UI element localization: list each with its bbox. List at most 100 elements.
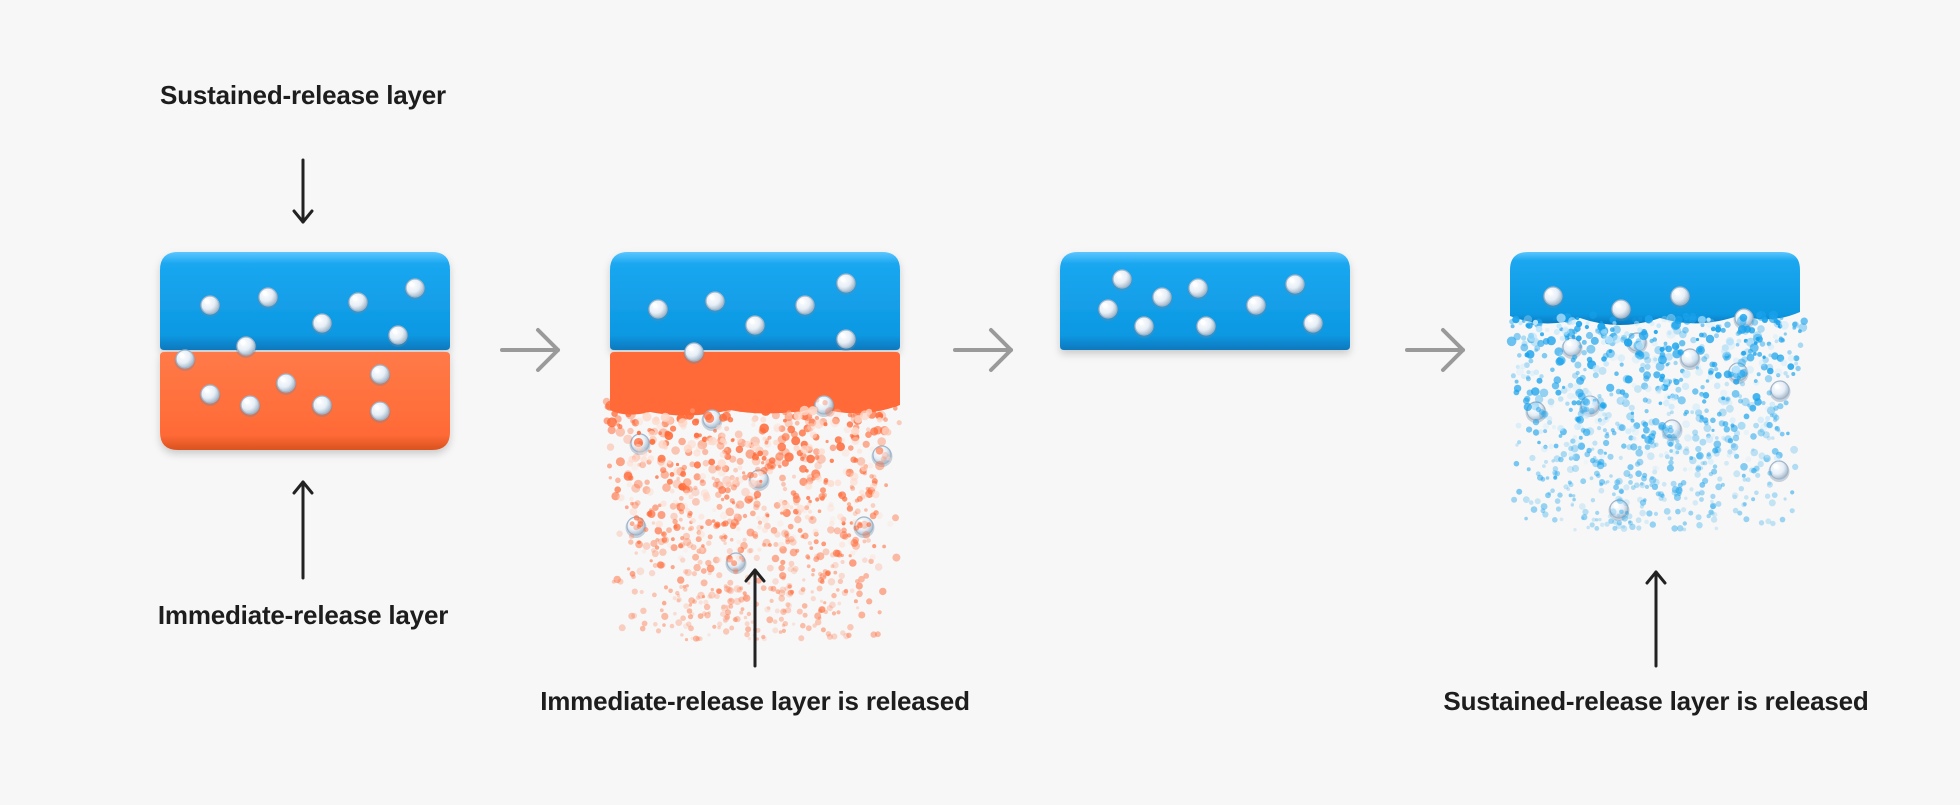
released-drug-dot xyxy=(744,441,751,448)
released-drug-dot xyxy=(1780,432,1785,437)
released-drug-dot xyxy=(1599,488,1605,494)
drug-particle-highlight xyxy=(799,299,804,304)
released-drug-dot xyxy=(1511,497,1517,503)
released-drug-dot xyxy=(736,476,744,484)
released-drug-dot xyxy=(1586,345,1595,354)
released-drug-dot xyxy=(887,521,893,527)
released-drug-dot xyxy=(674,525,678,529)
released-drug-dot xyxy=(1603,428,1607,432)
drug-particle-icon xyxy=(1099,300,1117,318)
released-drug-dot xyxy=(1788,355,1795,362)
released-drug-dot xyxy=(781,482,786,487)
released-drug-dot xyxy=(670,426,676,432)
released-drug-dot xyxy=(1746,366,1754,374)
released-drug-dot xyxy=(1527,467,1531,471)
released-drug-dot xyxy=(843,468,850,475)
released-drug-dot xyxy=(1632,355,1641,364)
released-drug-dot xyxy=(743,591,747,595)
released-drug-dot xyxy=(1542,464,1546,468)
released-drug-dot xyxy=(850,589,855,594)
released-drug-dot xyxy=(653,563,658,568)
released-drug-dot xyxy=(689,461,695,467)
released-drug-dot xyxy=(782,629,786,633)
released-drug-dot xyxy=(826,440,829,443)
released-drug-dot xyxy=(1689,456,1693,460)
released-drug-dot xyxy=(772,411,780,419)
released-drug-dot xyxy=(1774,455,1781,462)
released-drug-dot xyxy=(1683,521,1687,525)
released-drug-dot xyxy=(754,555,760,561)
released-drug-dot xyxy=(1696,365,1702,371)
released-drug-dot xyxy=(835,550,842,557)
released-drug-dot xyxy=(1699,497,1704,502)
released-drug-dot xyxy=(719,435,725,441)
released-drug-dot xyxy=(786,410,791,415)
released-drug-dot xyxy=(837,602,841,606)
released-drug-dot xyxy=(664,585,668,589)
released-drug-dot xyxy=(1714,441,1722,449)
released-drug-dot xyxy=(655,538,659,542)
released-drug-dot xyxy=(1644,450,1649,455)
released-drug-dot xyxy=(1597,394,1601,398)
released-drug-dot xyxy=(1637,327,1642,332)
released-drug-dot xyxy=(833,409,842,418)
released-drug-dot xyxy=(736,446,743,453)
released-drug-dot xyxy=(1529,359,1534,364)
released-drug-dot xyxy=(1565,385,1571,391)
released-drug-dot xyxy=(1732,366,1740,374)
released-drug-dot xyxy=(666,527,672,533)
released-drug-dot xyxy=(703,460,710,467)
released-drug-dot xyxy=(637,540,641,544)
released-drug-dot xyxy=(1667,434,1672,439)
released-drug-dot xyxy=(635,551,638,554)
released-drug-dot xyxy=(632,589,638,595)
released-drug-dot xyxy=(1601,340,1606,345)
released-drug-dot xyxy=(1648,430,1653,435)
released-drug-dot xyxy=(754,496,757,499)
released-drug-dot xyxy=(773,423,781,431)
released-drug-dot xyxy=(720,451,727,458)
drug-particle-icon xyxy=(649,300,667,318)
released-drug-dot xyxy=(892,554,900,562)
released-drug-dot xyxy=(1514,461,1520,467)
released-drug-dot xyxy=(692,554,699,561)
released-drug-dot xyxy=(720,611,725,616)
released-drug-dot xyxy=(892,399,895,402)
released-drug-dot xyxy=(1668,516,1672,520)
released-drug-dot xyxy=(634,407,641,414)
released-drug-dot xyxy=(868,463,874,469)
released-drug-dot xyxy=(1558,396,1564,402)
released-drug-dot xyxy=(788,584,792,588)
released-drug-dot xyxy=(679,585,683,589)
released-drug-dot xyxy=(648,455,655,462)
released-drug-dot xyxy=(1542,353,1548,359)
released-drug-dot xyxy=(1696,522,1702,528)
released-drug-dot xyxy=(1740,352,1744,356)
released-drug-dot xyxy=(673,480,682,489)
released-drug-dot xyxy=(687,440,696,449)
released-drug-dot xyxy=(1700,394,1704,398)
released-drug-dot xyxy=(1589,408,1595,414)
released-drug-dot xyxy=(812,529,818,535)
released-drug-dot xyxy=(1619,456,1623,460)
released-drug-dot xyxy=(662,601,667,606)
released-drug-dot xyxy=(1576,335,1582,341)
released-drug-dot xyxy=(1758,458,1763,463)
released-drug-dot xyxy=(802,603,808,609)
released-drug-dot xyxy=(847,505,853,511)
released-drug-dot xyxy=(607,443,614,450)
released-drug-dot xyxy=(1616,478,1623,485)
immediate-released-label: Immediate-release layer is released xyxy=(540,686,970,717)
released-drug-dot xyxy=(1527,390,1533,396)
released-drug-dot xyxy=(1720,390,1727,397)
released-drug-dot xyxy=(736,521,740,525)
released-drug-dot xyxy=(764,440,771,447)
released-drug-dot xyxy=(1643,371,1651,379)
released-drug-dot xyxy=(1609,474,1613,478)
released-drug-dot xyxy=(772,627,778,633)
released-drug-dot xyxy=(1516,365,1520,369)
released-drug-dot xyxy=(1643,498,1647,502)
released-drug-dot xyxy=(1730,417,1736,423)
released-drug-dot xyxy=(1692,388,1698,394)
released-drug-dot xyxy=(1579,345,1583,349)
